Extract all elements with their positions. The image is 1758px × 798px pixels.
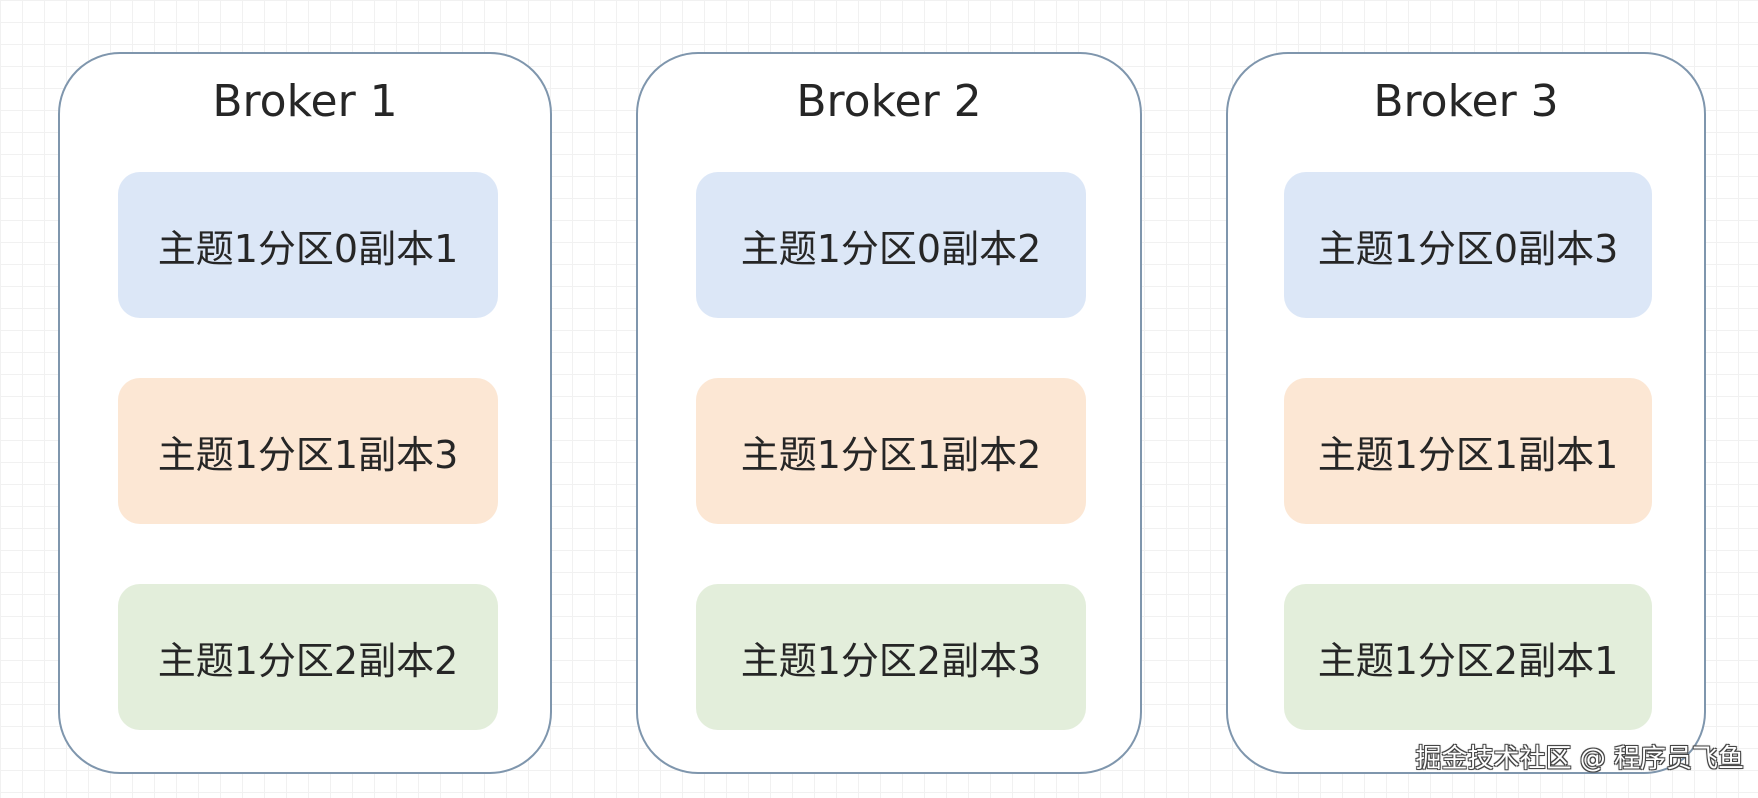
broker-title: Broker 2 [796,76,982,127]
replica-partition-1: 主题1分区1副本3 [118,378,498,524]
replica-partition-0: 主题1分区0副本2 [696,172,1086,318]
replica-partition-2: 主题1分区2副本1 [1284,584,1652,730]
broker-3-box: Broker 3 主题1分区0副本3 主题1分区1副本1 主题1分区2副本1 [1226,52,1706,774]
replica-partition-1: 主题1分区1副本1 [1284,378,1652,524]
replica-partition-1: 主题1分区1副本2 [696,378,1086,524]
replica-partition-0: 主题1分区0副本3 [1284,172,1652,318]
replica-partition-2: 主题1分区2副本3 [696,584,1086,730]
watermark-text: 掘金技术社区 @ 程序员飞鱼 [1415,744,1744,774]
broker-title: Broker 1 [212,76,398,127]
broker-1-box: Broker 1 主题1分区0副本1 主题1分区1副本3 主题1分区2副本2 [58,52,552,774]
replica-partition-0: 主题1分区0副本1 [118,172,498,318]
broker-2-box: Broker 2 主题1分区0副本2 主题1分区1副本2 主题1分区2副本3 [636,52,1142,774]
replica-partition-2: 主题1分区2副本2 [118,584,498,730]
broker-title: Broker 3 [1373,76,1559,127]
